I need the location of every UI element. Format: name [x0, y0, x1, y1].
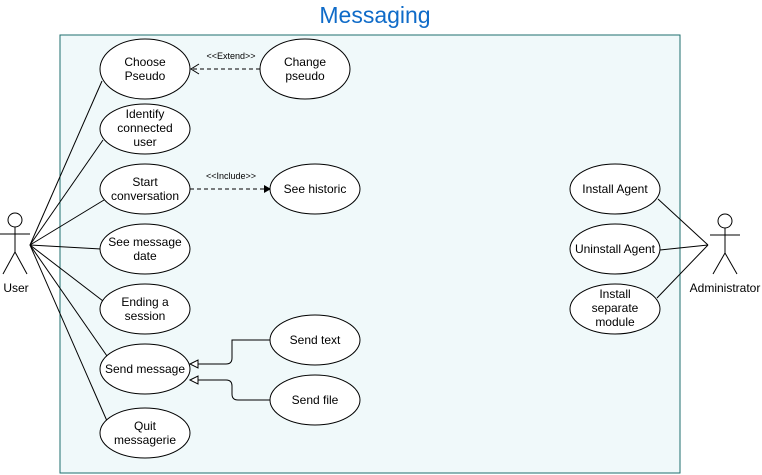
admin-associations: [656, 198, 709, 299]
generalization-arrowhead-text: [188, 359, 199, 369]
user-actor-leg-right: [14, 251, 28, 275]
user-actor-head: [7, 212, 23, 228]
assoc-admin-install-module: [656, 244, 709, 299]
assoc-admin-install-agent: [657, 198, 709, 246]
svg-text:Uninstall Agent: Uninstall Agent: [575, 242, 656, 256]
administrator-actor-leg-left: [712, 252, 726, 275]
extend-relation: <<Extend>>: [190, 51, 260, 75]
user-actor-leg-left: [2, 251, 16, 275]
use-case-install-agent: Install Agent: [569, 163, 661, 215]
svg-text:Install Agent: Install Agent: [582, 182, 648, 196]
svg-text:Send file: Send file: [292, 393, 339, 407]
svg-text:Send text: Send text: [290, 333, 341, 347]
use-case-uninstall-agent: Uninstall Agent: [569, 223, 661, 275]
include-label: <<Include>>: [206, 171, 256, 181]
user-actor: [0, 212, 30, 275]
assoc-admin-uninstall-agent: [659, 244, 709, 251]
include-relation: <<Include>>: [190, 171, 271, 193]
administrator-actor-head: [717, 213, 733, 229]
use-case-send-text: Send text: [269, 314, 361, 366]
assoc-user-choose-pseudo: [29, 80, 103, 246]
use-case-send-message: Send message: [99, 343, 191, 395]
assoc-user-start-conversation: [29, 199, 105, 246]
generalization-send-text: [198, 339, 270, 365]
administrator-actor-label: Administrator: [690, 281, 761, 295]
assoc-user-identify-user: [29, 139, 104, 246]
assoc-user-see-message-date: [29, 244, 102, 250]
assoc-user-ending-session: [29, 244, 104, 302]
include-arrowhead: [264, 185, 271, 193]
svg-text:See historic: See historic: [284, 182, 347, 196]
svg-text:Send message: Send message: [105, 362, 185, 376]
extend-arrowhead: [190, 63, 200, 75]
use-case-send-file: Send file: [269, 374, 361, 426]
use-case-see-historic: See historic: [269, 163, 361, 215]
assoc-user-send-message: [29, 244, 108, 357]
user-actor-label: User: [3, 281, 28, 295]
diagram-title: Messaging: [319, 2, 430, 28]
extend-label: <<Extend>>: [206, 51, 255, 61]
administrator-actor-leg-right: [724, 252, 738, 275]
generalization-arrowhead-file: [188, 375, 199, 385]
generalizations: [188, 339, 270, 401]
assoc-user-quit-messagerie: [29, 244, 108, 422]
administrator-actor: [710, 213, 740, 275]
generalization-send-file: [198, 379, 270, 401]
user-associations: [29, 80, 108, 422]
